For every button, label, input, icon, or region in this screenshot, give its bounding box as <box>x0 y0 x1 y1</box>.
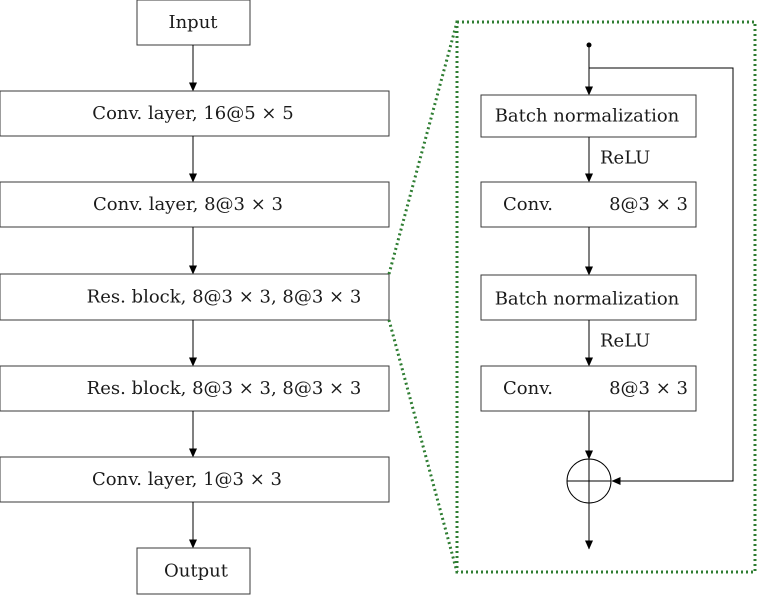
skip-connection-arrow <box>589 67 734 485</box>
res-block-1-box <box>0 273 390 321</box>
addition-node <box>566 458 612 504</box>
relu-1-label: ReLU <box>600 148 650 169</box>
conv-layer-2-label: Conv. layer, 8@3 × 3 <box>93 194 283 215</box>
conv-1-name: Conv. <box>503 194 553 215</box>
conv-2-box <box>480 365 697 412</box>
batch-norm-2-box <box>480 274 697 321</box>
conv-2-spec: 8@3 × 3 <box>609 378 688 399</box>
conv-2-name: Conv. <box>503 378 553 399</box>
output-box <box>136 547 251 595</box>
main-network: Input Conv. layer, 16@5 × 5 Conv. layer,… <box>0 0 390 595</box>
batch-norm-1-label: Batch normalization <box>495 106 680 127</box>
output-label: Output <box>164 561 229 582</box>
residual-block-outline <box>455 20 757 574</box>
zoom-line-top <box>387 21 459 275</box>
input-box <box>136 0 251 46</box>
zoom-line-bottom <box>387 319 459 573</box>
conv-1-spec: 8@3 × 3 <box>609 194 688 215</box>
conv-layer-3-label: Conv. layer, 1@3 × 3 <box>92 469 282 490</box>
batch-norm-2-label: Batch normalization <box>495 289 680 310</box>
conv-layer-1-box <box>0 90 390 137</box>
res-block-1-label: Res. block, 8@3 × 3, 8@3 × 3 <box>87 287 362 308</box>
conv-layer-1-label: Conv. layer, 16@5 × 5 <box>92 103 293 124</box>
conv-layer-3-box <box>0 456 390 503</box>
res-block-2-label: Res. block, 8@3 × 3, 8@3 × 3 <box>87 378 362 399</box>
conv-layer-2-box <box>0 181 390 228</box>
input-label: Input <box>168 12 218 33</box>
zoom-connector <box>387 20 757 574</box>
batch-norm-1-box <box>480 94 697 138</box>
conv-1-box <box>480 181 697 228</box>
res-block-2-box <box>0 365 390 412</box>
residual-block-detail: Batch normalization ReLU Conv. 8@3 × 3 B… <box>480 42 734 550</box>
relu-2-label: ReLU <box>600 331 650 352</box>
